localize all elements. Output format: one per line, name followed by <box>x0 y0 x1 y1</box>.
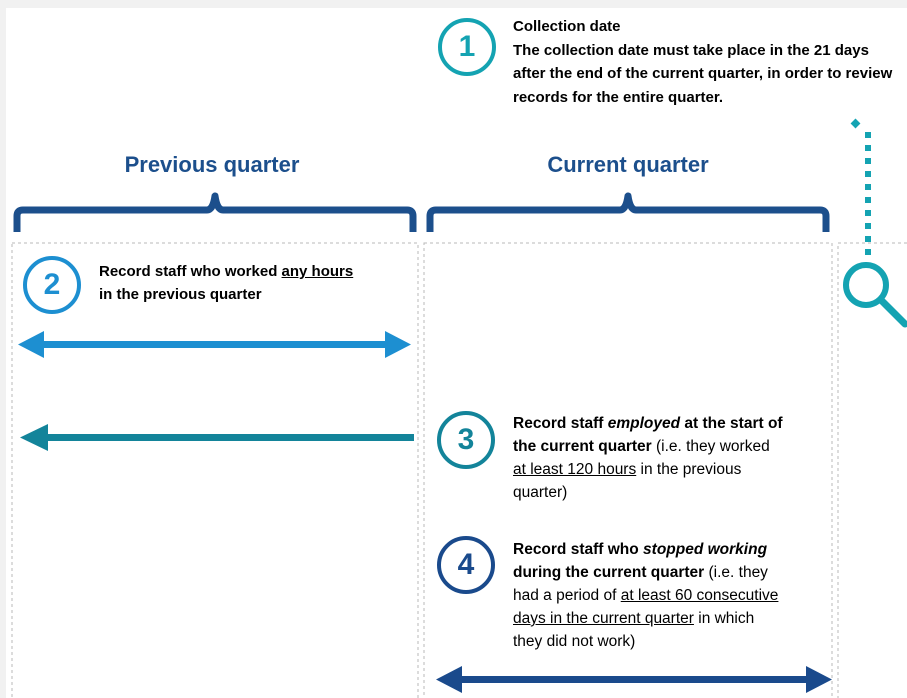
step4-number: 4 <box>457 548 475 581</box>
step4-60-days-b: days in the current quarter <box>513 610 694 627</box>
step4-double-arrow <box>436 666 832 693</box>
step2-any-hours: any hours <box>281 263 354 280</box>
step3-plain-c: quarter) <box>513 484 568 501</box>
current-quarter-bracket <box>426 192 830 232</box>
step3-bold-b: at the start of <box>680 415 783 432</box>
step2-text-a: Record staff who worked <box>99 263 282 280</box>
current-quarter-column <box>423 242 833 698</box>
step2-circle <box>23 256 81 314</box>
step4-plain-b: had a period of <box>513 587 621 604</box>
step4-plain-d: they did not work) <box>513 633 636 650</box>
step3-circle <box>437 411 495 469</box>
step4-plain-a: (i.e. they <box>704 564 768 581</box>
step1-number: 1 <box>458 30 476 63</box>
previous-quarter-bracket <box>13 192 417 232</box>
step2-double-arrow <box>18 331 411 358</box>
previous-quarter-column <box>11 242 419 698</box>
step3-bold-a: Record staff <box>513 415 608 432</box>
step2-number: 2 <box>43 268 61 301</box>
current-quarter-heading: Current quarter <box>547 152 709 177</box>
step3-left-arrow <box>20 424 414 451</box>
step3-plain-a: (i.e. they worked <box>651 438 770 455</box>
previous-quarter-heading: Previous quarter <box>124 152 300 177</box>
step3-bold-c: the current quarter <box>513 438 652 455</box>
collection-dot <box>850 118 861 129</box>
step4-stopped-working: stopped working <box>643 541 768 558</box>
step3-120-hours: at least 120 hours <box>513 461 637 478</box>
step3-text: Record staff employed at the start of th… <box>513 412 833 504</box>
step4-bold-a: Record staff who <box>513 541 644 558</box>
step3-plain-b: in the previous <box>636 461 742 478</box>
step4-plain-c: in which <box>693 610 755 627</box>
step1-description: The collection date must take place in t… <box>513 41 893 106</box>
step1-title: Collection date <box>513 18 621 35</box>
step4-text: Record staff who stopped working during … <box>513 538 833 653</box>
step2-text: Record staff who worked any hours in the… <box>99 260 409 306</box>
step3-employed: employed <box>607 415 681 432</box>
step2-text-b: in the previous quarter <box>99 286 262 303</box>
step1-circle <box>438 18 496 76</box>
magnifier-icon <box>843 262 907 328</box>
step4-circle <box>437 536 495 594</box>
step1-text: Collection date The collection date must… <box>513 15 897 109</box>
step4-bold-b: during the current quarter <box>513 564 705 581</box>
step4-60-days-a: at least 60 consecutive <box>620 587 779 604</box>
step3-number: 3 <box>457 423 475 456</box>
